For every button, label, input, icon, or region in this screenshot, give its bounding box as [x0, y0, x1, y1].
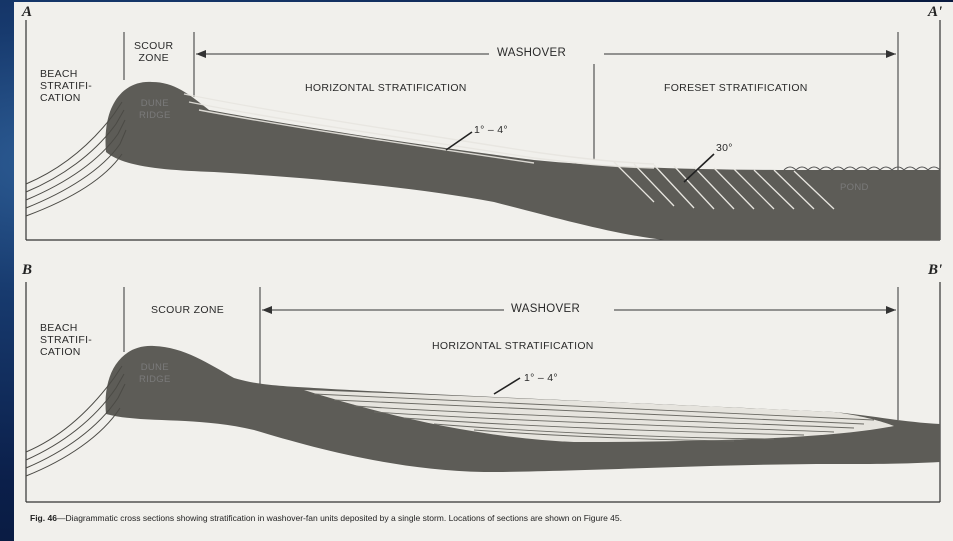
section-b-beach-strata — [26, 366, 125, 476]
section-a-washover-label: WASHOVER — [497, 47, 566, 59]
section-a-beach-label: BEACH STRATIFI- CATION — [40, 68, 92, 104]
section-a-angle-low: 1° – 4° — [474, 124, 508, 136]
section-a-arrow-right-head — [886, 50, 896, 58]
section-a-arrow-left-head — [196, 50, 206, 58]
section-b-dune-label: DUNE RIDGE — [139, 362, 171, 386]
figure-caption: Fig. 46—Diagrammatic cross sections show… — [30, 513, 630, 524]
section-b-end-letter: B' — [928, 262, 942, 279]
section-b-beach-label: BEACH STRATIFI- CATION — [40, 322, 92, 358]
section-b-arrow-right-head — [886, 306, 896, 314]
cross-sections-figure — [14, 2, 953, 541]
caption-text: —Diagrammatic cross sections showing str… — [57, 513, 622, 523]
section-a-scour-label: SCOUR ZONE — [134, 40, 173, 64]
section-a-dune-label: DUNE RIDGE — [139, 98, 171, 122]
section-b-angle-low-leader — [494, 378, 520, 394]
section-a-horizontal-label: HORIZONTAL STRATIFICATION — [305, 82, 467, 94]
section-b-arrow-left-head — [262, 306, 272, 314]
section-b-scour-label: SCOUR ZONE — [151, 304, 224, 316]
section-a-foreset-label: FORESET STRATIFICATION — [664, 82, 808, 94]
section-b-angle-low: 1° – 4° — [524, 372, 558, 384]
section-b-washover-label: WASHOVER — [511, 303, 580, 315]
section-b-start-letter: B — [22, 262, 32, 279]
section-a-pond-label: POND — [840, 182, 869, 194]
caption-fig-number: Fig. 46 — [30, 513, 57, 523]
section-a-angle-high: 30° — [716, 142, 733, 154]
section-a-end-letter: A' — [928, 4, 942, 21]
section-a-start-letter: A — [22, 4, 32, 21]
section-b-horizontal-label: HORIZONTAL STRATIFICATION — [432, 340, 594, 352]
section-a-pond-waves — [784, 167, 940, 170]
